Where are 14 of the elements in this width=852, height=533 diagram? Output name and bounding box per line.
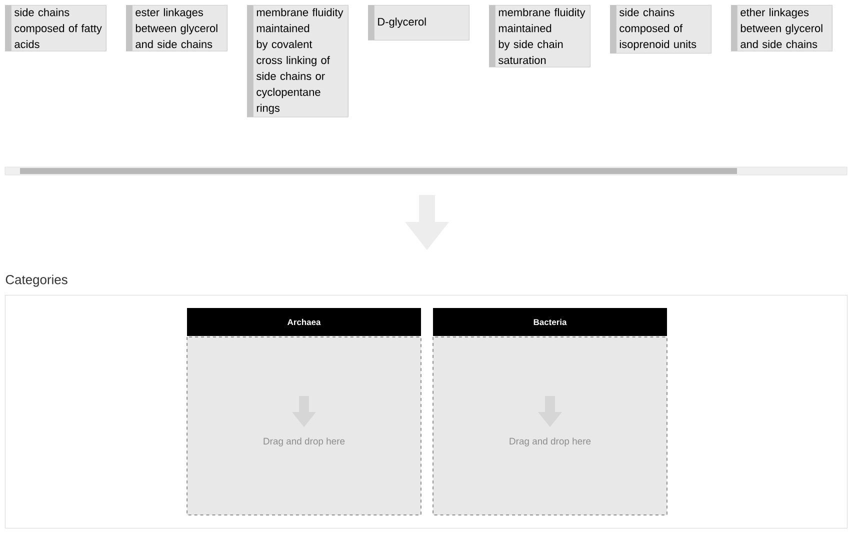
draggable-card: membrane fluidity maintained by covalent cross linking of side chains or cyclopentane rings — [247, 5, 348, 118]
section-heading: Categories — [6, 274, 68, 287]
draggable-card: ether linkages between glycerol and side chains — [731, 5, 832, 52]
draggable-card: ester linkages between glycerol and side chains — [126, 5, 228, 52]
drop-hint: Drag and drop here — [264, 438, 345, 446]
drop-zone — [432, 308, 668, 516]
drop-zone — [186, 308, 422, 516]
column-header: Bacteria — [433, 308, 667, 336]
draggable-card: membrane fluidity maintained by side chain saturation — [489, 5, 590, 68]
draggable-card: D-glycerol — [368, 5, 470, 40]
draggable-card: side chains composed of fatty acids — [5, 5, 106, 52]
draggable-card: side chains composed of isoprenoid units — [610, 5, 712, 54]
drop-hint: Drag and drop here — [510, 438, 591, 446]
column-header: Archaea — [187, 308, 421, 336]
